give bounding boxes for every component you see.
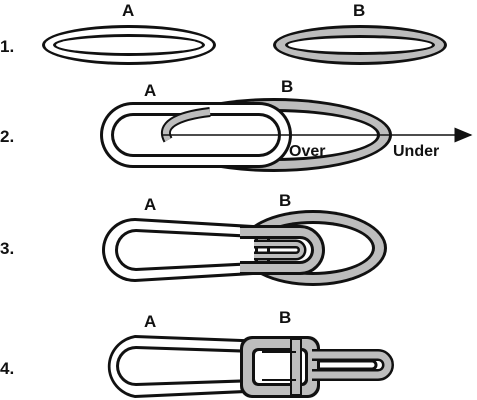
step-1: 1. A B [0, 1, 447, 65]
step-4: 4. A B [0, 308, 394, 398]
ring-a [107, 335, 271, 398]
step-number: 2. [0, 127, 14, 146]
ring-a-label: A [144, 81, 156, 100]
over-label: Over [289, 143, 325, 160]
step-3: 3. A B [0, 191, 387, 286]
under-label: Under [393, 143, 439, 160]
ring-b-label: B [279, 308, 291, 327]
ring-b [273, 25, 447, 65]
step-number: 4. [0, 359, 14, 378]
step-number: 3. [0, 239, 14, 258]
ring-b-label: B [279, 191, 291, 210]
ring-a-label: A [122, 1, 134, 20]
ring-a [102, 218, 270, 282]
ring-b-label: B [281, 77, 293, 96]
ring-a-label: A [144, 195, 156, 214]
ring-b [240, 336, 394, 398]
step-2: 2. A B Over Under [0, 77, 473, 172]
folded-loop [240, 225, 325, 275]
ring-b-label: B [353, 1, 365, 20]
ring-a-label: A [144, 312, 156, 331]
step-number: 1. [0, 37, 14, 56]
ring-a [42, 25, 216, 65]
